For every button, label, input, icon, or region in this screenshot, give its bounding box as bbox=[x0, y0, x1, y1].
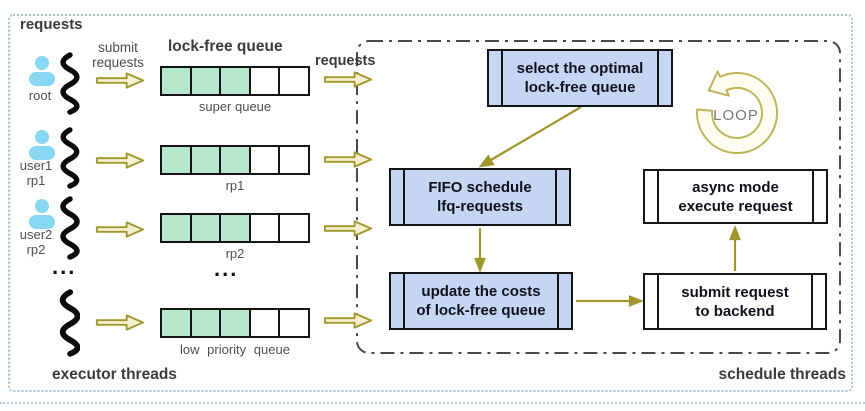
queue-cell bbox=[221, 215, 251, 241]
user-label-rp2: rp2 bbox=[26, 242, 46, 257]
executor-threads-caption: executor threads bbox=[52, 366, 177, 383]
queue-cell bbox=[280, 215, 308, 241]
queue-cell bbox=[250, 147, 281, 173]
queue-cell bbox=[221, 310, 251, 336]
user-label-rp1: rp1 bbox=[26, 173, 46, 188]
lock-free-queue-heading: lock-free queue bbox=[168, 38, 283, 55]
queue-cell bbox=[280, 147, 308, 173]
loop-label: LOOP bbox=[713, 107, 759, 124]
queue-rp2 bbox=[160, 213, 310, 243]
more-queues-ellipsis: ... bbox=[214, 256, 239, 281]
queue-cell bbox=[250, 310, 281, 336]
user-label-user1: user1 bbox=[19, 158, 53, 173]
queue-super bbox=[160, 66, 310, 96]
queue-cell bbox=[250, 215, 281, 241]
queue-low-priority bbox=[160, 308, 310, 338]
bottom-dotted-edge bbox=[0, 402, 865, 404]
queue-cell bbox=[191, 310, 222, 336]
queue-cell bbox=[162, 68, 192, 94]
requests-heading: requests bbox=[20, 16, 83, 33]
queue-cell bbox=[280, 68, 308, 94]
schedule-threads-caption: schedule threads bbox=[718, 366, 847, 383]
more-users-ellipsis: ... bbox=[52, 254, 77, 279]
queue-cell bbox=[221, 68, 251, 94]
submit-requests-caption: submit requests bbox=[92, 40, 144, 70]
queue-cell bbox=[191, 68, 222, 94]
user-label-user2: user2 bbox=[19, 227, 53, 242]
queue-label-rp2: rp2 bbox=[225, 246, 245, 261]
queue-cell bbox=[162, 215, 192, 241]
requests-mid-label: requests bbox=[315, 53, 376, 69]
queue-cell bbox=[280, 310, 308, 336]
outer-dotted-frame bbox=[8, 14, 853, 392]
queue-cell bbox=[162, 147, 192, 173]
queue-cell bbox=[191, 147, 222, 173]
user-label-root: root bbox=[28, 88, 52, 103]
queue-label-rp1: rp1 bbox=[225, 178, 245, 193]
queue-cell bbox=[191, 215, 222, 241]
queue-rp1 bbox=[160, 145, 310, 175]
queue-cell bbox=[250, 68, 281, 94]
queue-cell bbox=[162, 310, 192, 336]
queue-cell bbox=[221, 147, 251, 173]
queue-label-low-priority: low priority queue bbox=[180, 342, 290, 357]
queue-label-super: super queue bbox=[198, 99, 272, 114]
